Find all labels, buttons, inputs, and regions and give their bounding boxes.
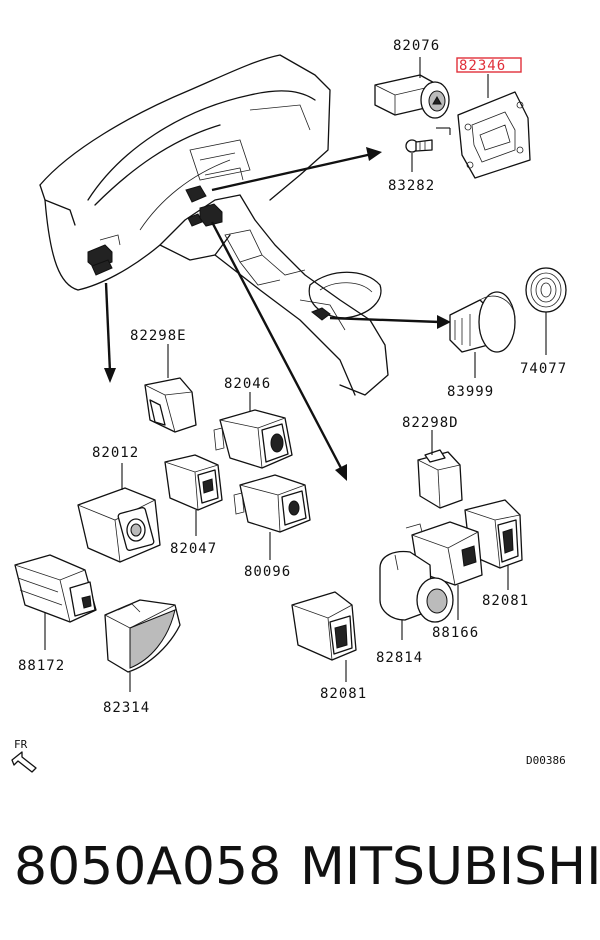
footer: 8050A058 MITSUBISHI — [0, 835, 600, 905]
label-82046: 82046 — [224, 376, 271, 392]
label-82081-right: 82081 — [482, 593, 529, 609]
label-80096: 80096 — [244, 564, 291, 580]
part-80096-switch[interactable]: 80096 — [233, 474, 311, 580]
part-82046-switch[interactable]: 82046 — [213, 376, 293, 469]
callout-arrows — [104, 147, 451, 481]
part-82298E-cover[interactable]: 82298E — [130, 328, 197, 433]
label-82346: 82346 — [459, 58, 506, 74]
label-88172: 88172 — [18, 658, 65, 674]
part-83282-screw[interactable]: 83282 — [388, 139, 435, 194]
part-82047-switch[interactable]: 82047 — [164, 454, 223, 557]
label-83999: 83999 — [447, 384, 494, 400]
part-number: 8050A058 — [14, 837, 282, 897]
parts-diagram: 82076 82346 83282 83999 — [11, 38, 567, 773]
part-88172-switch[interactable]: 88172 — [14, 554, 97, 674]
label-88166: 88166 — [432, 625, 479, 641]
part-82081-bottom-seat-heater-switch[interactable]: 82081 — [291, 591, 367, 702]
label-82081-bottom: 82081 — [320, 686, 367, 702]
part-82314-cover-panel[interactable]: 82314 — [103, 599, 181, 716]
front-direction-indicator: FR — [11, 738, 37, 773]
label-82814: 82814 — [376, 650, 423, 666]
label-82314: 82314 — [103, 700, 150, 716]
label-82298D: 82298D — [402, 415, 459, 431]
part-82076-hazard-switch[interactable]: 82076 — [374, 38, 450, 119]
brand-name: MITSUBISHI — [300, 837, 600, 897]
part-82012-mirror-switch[interactable]: 82012 — [77, 445, 161, 563]
label-74077: 74077 — [520, 361, 567, 377]
highlight-box — [456, 57, 522, 73]
fr-arrow-icon — [11, 751, 37, 773]
label-82298E: 82298E — [130, 328, 187, 344]
label-82012: 82012 — [92, 445, 139, 461]
part-82814-lighter[interactable]: 82814 — [376, 550, 454, 666]
label-83282: 83282 — [388, 178, 435, 194]
label-82047: 82047 — [170, 541, 217, 557]
part-82298D-cover[interactable]: 82298D — [402, 415, 463, 509]
label-82076: 82076 — [393, 38, 440, 54]
part-74077-grommet[interactable]: 74077 — [520, 267, 567, 377]
drawing-code: D00386 — [526, 754, 566, 767]
part-83999-socket[interactable]: 83999 — [447, 291, 516, 400]
part-82346-switch-bracket[interactable]: 82346 — [436, 57, 531, 179]
fr-label: FR — [14, 738, 28, 751]
dashboard-illustration — [39, 54, 389, 396]
